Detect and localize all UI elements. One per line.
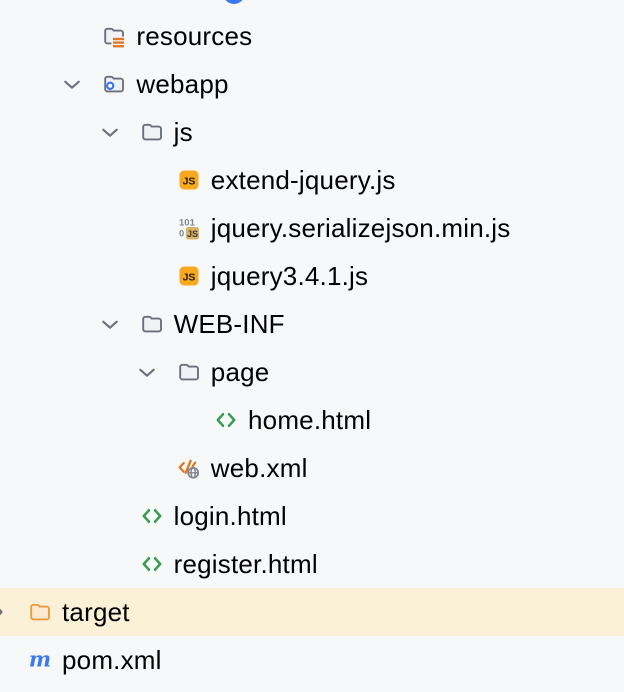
tree-item-webapp[interactable]: webapp: [0, 60, 624, 108]
maven-file-icon: m: [28, 648, 52, 672]
svg-text:JS: JS: [182, 271, 195, 283]
tree-item-label: extend-jquery.js: [210, 165, 396, 195]
tree-item-resources[interactable]: resources: [0, 12, 624, 60]
tree-item-login-html[interactable]: login.html: [0, 492, 624, 540]
chevron-down-icon[interactable]: [98, 312, 122, 336]
chevron-right-icon[interactable]: [0, 600, 10, 624]
svg-text:0: 0: [179, 229, 184, 240]
tree-item-label: pom.xml: [62, 645, 162, 675]
tree-item-page[interactable]: page: [0, 348, 624, 396]
tree-item-web-inf[interactable]: WEB-INF: [0, 300, 624, 348]
chevron-down-icon[interactable]: [98, 120, 122, 144]
tree-item-label: register.html: [173, 549, 318, 579]
folder-webapp-icon: [102, 72, 126, 96]
folder-target-icon: [28, 600, 52, 624]
tree-item-label: web.xml: [210, 453, 308, 483]
html-file-icon: [214, 408, 238, 432]
js-file-icon: JS: [177, 264, 201, 288]
tree-item-label: home.html: [248, 405, 372, 435]
html-file-icon: [140, 552, 164, 576]
tree-item-extend-jquery-js[interactable]: JS extend-jquery.js: [0, 156, 624, 204]
html-file-icon: [140, 504, 164, 528]
tree-item-register-html[interactable]: register.html: [0, 540, 624, 588]
svg-text:101: 101: [179, 218, 196, 229]
chevron-down-icon[interactable]: [135, 360, 159, 384]
tree-item-label: resources: [136, 21, 253, 51]
tree-item-label: login.html: [173, 501, 287, 531]
js-file-icon: JS: [177, 168, 201, 192]
tree-item-label: WEB-INF: [173, 309, 285, 339]
tree-item-label: jquery.serializejson.min.js: [210, 213, 511, 243]
webxml-file-icon: [177, 456, 201, 480]
tree-item-label: js: [173, 117, 193, 147]
svg-text:JS: JS: [182, 175, 195, 187]
tree-item-label: page: [210, 357, 270, 387]
svg-text:m: m: [29, 648, 51, 672]
tree-item-pom-xml[interactable]: m pom.xml: [0, 636, 624, 684]
tree-item-js[interactable]: js: [0, 108, 624, 156]
tree-item-label: webapp: [136, 69, 229, 99]
folder-resources-icon: [102, 24, 126, 48]
partial-class-icon: [223, 0, 245, 4]
tree-item-label: jquery3.4.1.js: [210, 261, 369, 291]
tree-item-home-html[interactable]: home.html: [0, 396, 624, 444]
chevron-down-icon[interactable]: [60, 72, 84, 96]
tree-item-target[interactable]: target: [0, 588, 624, 636]
folder-icon: [140, 120, 164, 144]
tree-item-jquery3-4-1-js[interactable]: JS jquery3.4.1.js: [0, 252, 624, 300]
folder-icon: [140, 312, 164, 336]
svg-text:JS: JS: [187, 229, 198, 239]
tree-item-label: target: [62, 597, 130, 627]
tree-item-web-xml[interactable]: web.xml: [0, 444, 624, 492]
folder-icon: [177, 360, 201, 384]
